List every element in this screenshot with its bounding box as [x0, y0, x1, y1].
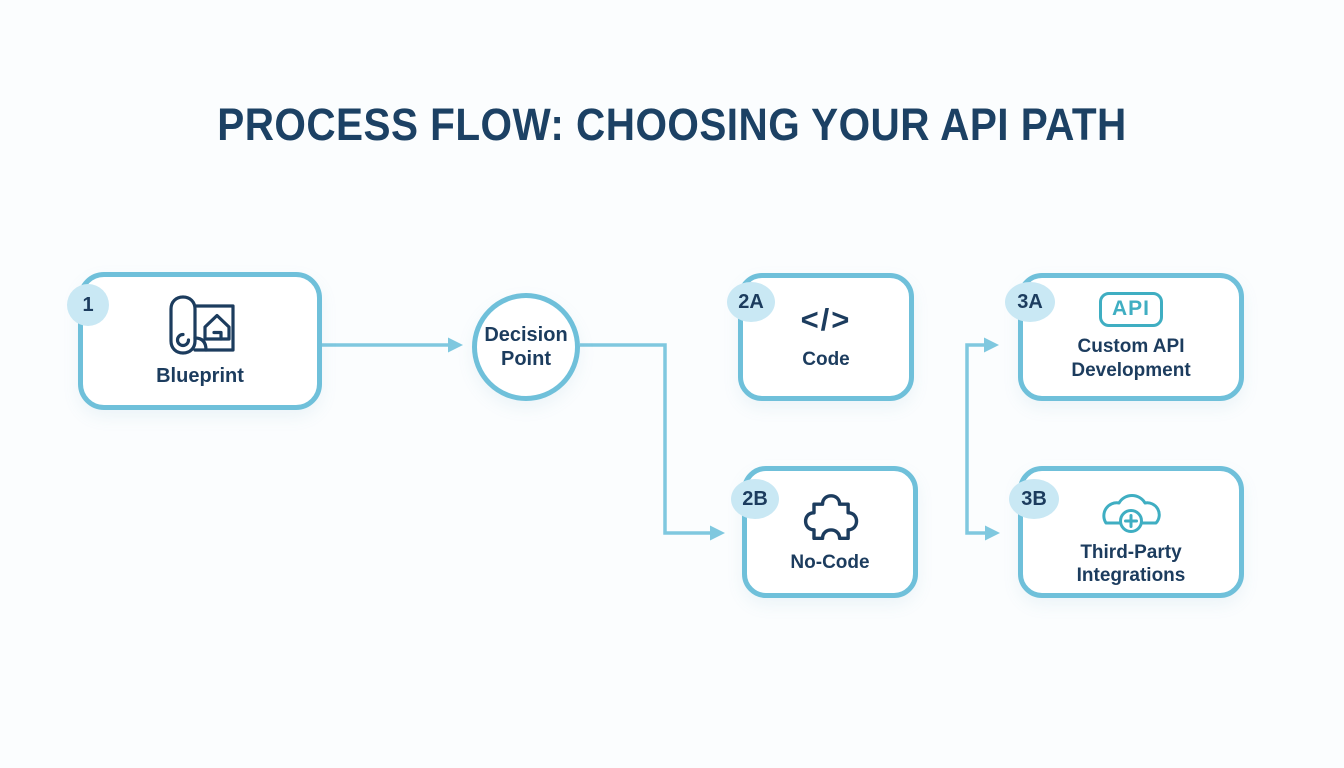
step-badge-2a: 2A	[727, 282, 775, 322]
node-label-code: Code	[802, 349, 850, 371]
api-chip-icon: API	[1098, 292, 1163, 328]
third-party-line1: Third-Party	[1080, 541, 1182, 563]
node-decision-point: Decision Point	[472, 293, 580, 401]
page-title: PROCESS FLOW: CHOOSING YOUR API PATH	[217, 99, 1127, 150]
connector-decision-to-nocode	[580, 343, 710, 535]
decision-label-line1: Decision	[484, 323, 568, 346]
code-brackets-icon: </>	[800, 302, 852, 338]
blueprint-scroll-icon	[161, 294, 239, 356]
arrowhead-to-custom-api	[984, 337, 999, 353]
step-badge-3b: 3B	[1009, 479, 1059, 519]
node-blueprint: 1 Blueprint	[67, 272, 322, 410]
third-party-line2: Integrations	[1076, 565, 1186, 586]
custom-api-line2: Development	[1071, 359, 1191, 381]
step-badge-1: 1	[67, 284, 109, 326]
node-label-blueprint: Blueprint	[156, 364, 244, 387]
node-label-third-party: Third-Party Integrations	[1077, 541, 1186, 587]
custom-api-line1: Custom API	[1077, 336, 1185, 358]
decision-label-line2: Point	[501, 348, 551, 370]
node-no-code: 2B No-Code	[731, 466, 918, 598]
connector-branch-to-outcomes	[965, 343, 985, 535]
node-label-no-code: No-Code	[790, 552, 870, 574]
cloud-plus-icon	[1093, 477, 1169, 535]
step-badge-3a: 3A	[1005, 282, 1055, 322]
node-code: 2A </> Code	[727, 273, 914, 401]
node-custom-api: 3A API Custom API Development	[1005, 273, 1244, 401]
puzzle-piece-icon	[798, 489, 862, 545]
step-badge-2b: 2B	[731, 479, 779, 519]
arrowhead-to-third-party	[985, 525, 1000, 541]
node-third-party: 3B Third-Party Integrations	[1009, 466, 1244, 598]
node-label-custom-api: Custom API Development	[1071, 335, 1190, 381]
arrowhead-to-nocode	[710, 525, 725, 541]
arrowhead-to-decision	[448, 337, 463, 353]
